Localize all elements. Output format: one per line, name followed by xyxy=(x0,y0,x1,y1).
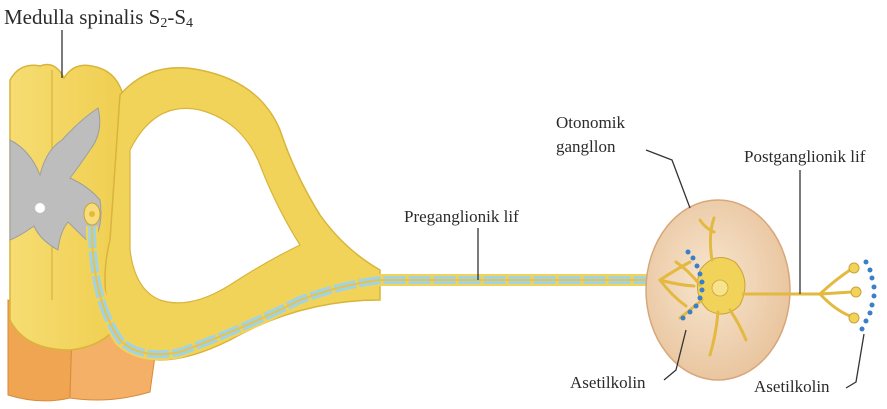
terminal-knobs xyxy=(849,263,861,323)
postganglionic-neuron-nucleus xyxy=(712,280,728,296)
preganglionic-fiber-label: Preganglionik lif xyxy=(404,207,519,226)
target-acetylcholine-vesicles xyxy=(860,260,877,332)
preganglionic-neuron-nucleus xyxy=(89,211,95,217)
spinal-cord-label: Medulla spinalis S2-S4 xyxy=(4,5,193,31)
central-canal xyxy=(35,203,45,213)
leader-ach-target xyxy=(846,334,864,388)
postganglionic-fiber-label: Postganglionik lif xyxy=(744,147,866,166)
acetylcholine-target-label: Asetilkolin xyxy=(754,377,830,396)
autonomic-ganglion-label-line1: Otonomik xyxy=(556,113,625,132)
autonomic-ganglion-label-line2: gangllon xyxy=(556,137,616,156)
ventral-root xyxy=(105,68,380,360)
autonomic-ganglion xyxy=(646,200,790,380)
postganglionic-terminal-branches xyxy=(820,270,852,316)
acetylcholine-ganglion-label: Asetilkolin xyxy=(570,373,646,392)
leader-ganglion xyxy=(646,150,690,208)
